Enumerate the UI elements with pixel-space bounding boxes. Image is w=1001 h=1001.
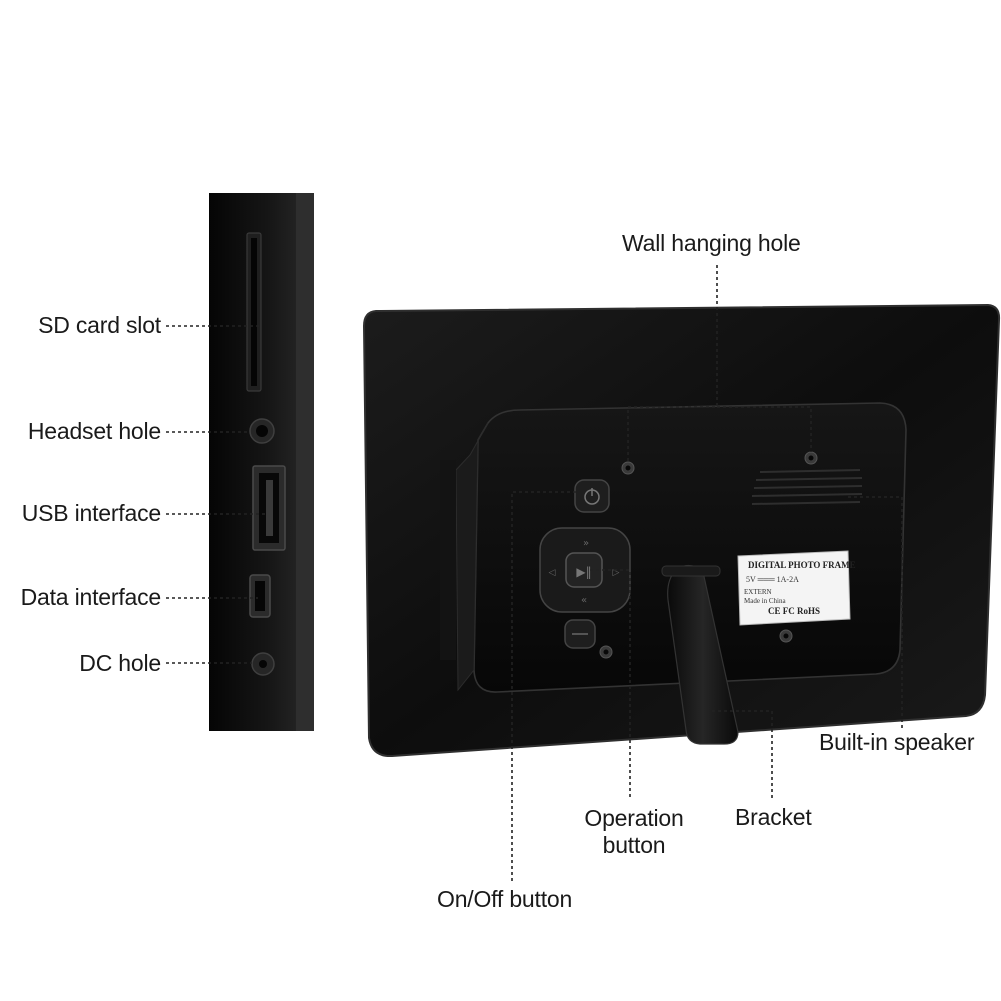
leader-built-in-speaker: [848, 496, 903, 728]
svg-text:◁: ◁: [549, 568, 556, 578]
label-wall-hanging-hole: Wall hanging hole: [622, 230, 801, 256]
svg-text:»: »: [583, 538, 589, 549]
headset-hole-port: [249, 418, 275, 444]
sticker-title: DIGITAL PHOTO FRAME: [748, 560, 856, 570]
sd-card-slot-port: [246, 232, 262, 392]
svg-text:▷: ▷: [613, 568, 620, 578]
leader-lines: [166, 265, 903, 884]
label-bracket: Bracket: [735, 804, 812, 830]
bracket-stand: [661, 564, 739, 745]
menu-button: [564, 619, 596, 649]
leader-bracket: [712, 710, 773, 800]
side-panel-edge: [296, 193, 314, 731]
label-dc-hole: DC hole: [79, 650, 161, 676]
label-sd-card-slot: SD card slot: [38, 312, 161, 338]
leader-wall-hanging-right: [717, 406, 812, 452]
operation-dpad: ▶‖ » « ◁ ▷: [539, 527, 631, 613]
svg-text:«: «: [581, 595, 587, 606]
label-data-interface: Data interface: [20, 584, 162, 610]
data-interface-port: [249, 574, 271, 618]
dc-hole-port: [251, 652, 275, 676]
label-built-in-speaker: Built-in speaker: [819, 729, 975, 755]
sticker-power: 5V ═══ 1A-2A: [746, 575, 799, 584]
label-operation-button-line1: Operation: [584, 805, 684, 831]
leader-wall-hanging-left: [627, 265, 718, 462]
product-sticker: DIGITAL PHOTO FRAME 5V ═══ 1A-2A EXTERN …: [737, 550, 856, 626]
sticker-made-in: Made in China: [744, 597, 786, 605]
label-usb-interface: USB interface: [21, 500, 162, 526]
wall-hanging-holes: [599, 451, 818, 659]
label-operation-button-line2: button: [602, 832, 666, 858]
label-on-off-button: On/Off button: [437, 886, 573, 912]
side-view: [209, 193, 314, 731]
usb-interface-port: [252, 465, 286, 551]
leader-on-off-button: [511, 491, 576, 884]
label-headset-hole: Headset hole: [27, 418, 161, 444]
svg-text:▶‖: ▶‖: [576, 565, 591, 579]
side-label-strip: [440, 460, 456, 660]
label-operation-button: Operation button: [574, 805, 694, 859]
sticker-marks: CE FC RoHS: [768, 606, 820, 616]
sticker-extern: EXTERN: [744, 588, 772, 596]
speaker-grille: [751, 469, 863, 505]
back-view: ▶‖ » « ◁ ▷ DIGITAL PHOTO FRAME 5V ═══ 1A…: [362, 303, 1001, 758]
power-button: [574, 479, 610, 513]
leader-operation-button: [590, 569, 631, 798]
